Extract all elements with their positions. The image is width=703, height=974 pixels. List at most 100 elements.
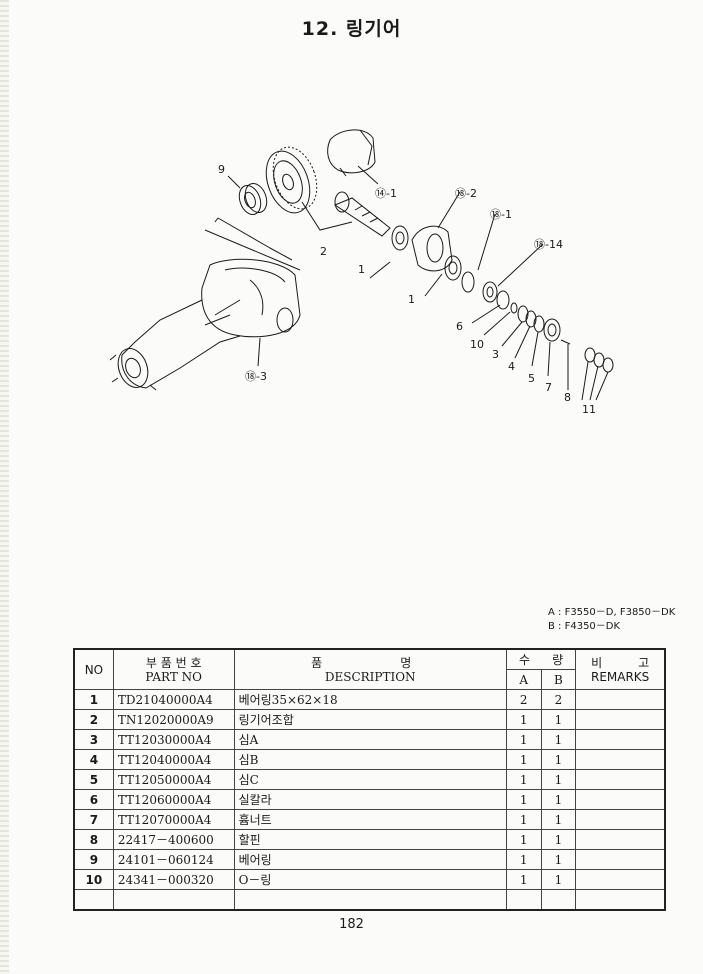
callout-18-1: ⑱-1 — [490, 208, 512, 221]
cell-qty-a: 1 — [505, 729, 542, 750]
cell-description: 할핀 — [233, 829, 507, 850]
cell-qty-a: 1 — [505, 709, 542, 730]
cell-remarks — [575, 789, 666, 810]
cell-description: 심C — [233, 769, 507, 790]
header-qty-ko-2: 량 — [552, 652, 564, 667]
callout-3: 3 — [492, 348, 499, 361]
legend-line-b: B : F4350－DK — [548, 621, 621, 632]
header-no: NO — [73, 648, 114, 690]
cell-description: 실칼라 — [233, 789, 507, 810]
cell-qty-a: 1 — [505, 869, 542, 890]
cell-qty-a: 1 — [505, 769, 542, 790]
header-qty-a: A — [505, 669, 542, 690]
cell-qty-a: 2 — [505, 689, 542, 710]
table-row — [73, 889, 666, 911]
header-part-no: 부 품 번 호 PART NO — [112, 648, 235, 690]
callout-4: 4 — [508, 360, 515, 373]
cell-remarks — [575, 689, 666, 710]
cell-no: 1 — [73, 689, 114, 710]
cell-remarks — [575, 869, 666, 890]
cell-qty-b: 1 — [540, 849, 577, 870]
cell-part-no: 22417－400600 — [112, 829, 235, 850]
cell-remarks — [575, 849, 666, 870]
cell-part-no: 24101－060124 — [112, 849, 235, 870]
header-remarks-en: REMARKS — [590, 669, 650, 684]
ring-gear-drawing — [265, 146, 318, 214]
cell-qty-b: 1 — [540, 749, 577, 770]
header-remarks-ko-1: 비 — [591, 655, 603, 670]
cell-description: 베어링 — [233, 849, 507, 870]
cell-part-no: TN12020000A9 — [112, 709, 235, 730]
cell-description: 심A — [233, 729, 507, 750]
cell-description — [233, 889, 507, 911]
cell-qty-b: 1 — [540, 709, 577, 730]
cell-qty-b: 1 — [540, 769, 577, 790]
callout-1b: 1 — [408, 293, 415, 306]
cell-qty-a: 1 — [505, 789, 542, 810]
cell-remarks — [575, 889, 666, 911]
cell-no: 2 — [73, 709, 114, 730]
gear-case-drawing — [327, 129, 376, 177]
cell-description: O－링 — [233, 869, 507, 890]
cell-qty-b: 1 — [540, 809, 577, 830]
cell-part-no: TT12050000A4 — [112, 769, 235, 790]
callout-6: 6 — [456, 320, 463, 333]
cell-no: 5 — [73, 769, 114, 790]
cell-qty-b: 1 — [540, 829, 577, 850]
cell-remarks — [575, 829, 666, 850]
cell-description: 링기어조합 — [233, 709, 507, 730]
cell-no: 10 — [73, 869, 114, 890]
cell-qty-b: 2 — [540, 689, 577, 710]
callout-2: 2 — [320, 245, 327, 258]
cell-qty-a: 1 — [505, 829, 542, 850]
model-legend: A : F3550－D, F3850－DK B : F4350－DK — [548, 606, 675, 634]
page-title: 12. 링기어 — [301, 18, 402, 40]
cell-no — [73, 889, 114, 911]
cell-description: 베어링35×62×18 — [233, 689, 507, 710]
callout-1a: 1 — [358, 263, 365, 276]
cell-part-no: TT12070000A4 — [112, 809, 235, 830]
cell-no: 8 — [73, 829, 114, 850]
o-rings-drawing — [584, 347, 614, 373]
cell-no: 6 — [73, 789, 114, 810]
cell-description: 흄너트 — [233, 809, 507, 830]
cell-qty-a: 1 — [505, 749, 542, 770]
bearing-1a-drawing — [391, 225, 409, 251]
cell-part-no: TT12040000A4 — [112, 749, 235, 770]
header-part-no-ko: 부 품 번 호 — [145, 655, 202, 670]
bearing-1b-drawing — [444, 255, 462, 281]
axle-housing-drawing — [109, 258, 301, 391]
cell-remarks — [575, 749, 666, 770]
cell-remarks — [575, 769, 666, 790]
cell-no: 3 — [73, 729, 114, 750]
page-number: 182 — [339, 917, 364, 932]
callout-11: 11 — [582, 403, 596, 416]
header-desc-ko-2: 명 — [400, 655, 430, 670]
cell-qty-b: 1 — [540, 789, 577, 810]
header-desc-en: DESCRIPTION — [324, 669, 416, 684]
exploded-parts-diagram: 9 ⑭-1 ⑱-2 ⑱-1 ⑱-14 2 1 1 6 10 3 4 5 7 8 … — [109, 129, 614, 416]
header-qty-b: B — [540, 669, 577, 690]
cell-part-no: 24341－000320 — [112, 869, 235, 890]
callout-14-1: ⑭-1 — [375, 187, 397, 200]
cell-remarks — [575, 709, 666, 730]
callout-10: 10 — [470, 338, 484, 351]
callout-8: 8 — [564, 391, 571, 404]
bearing-housing-drawing — [411, 225, 453, 272]
